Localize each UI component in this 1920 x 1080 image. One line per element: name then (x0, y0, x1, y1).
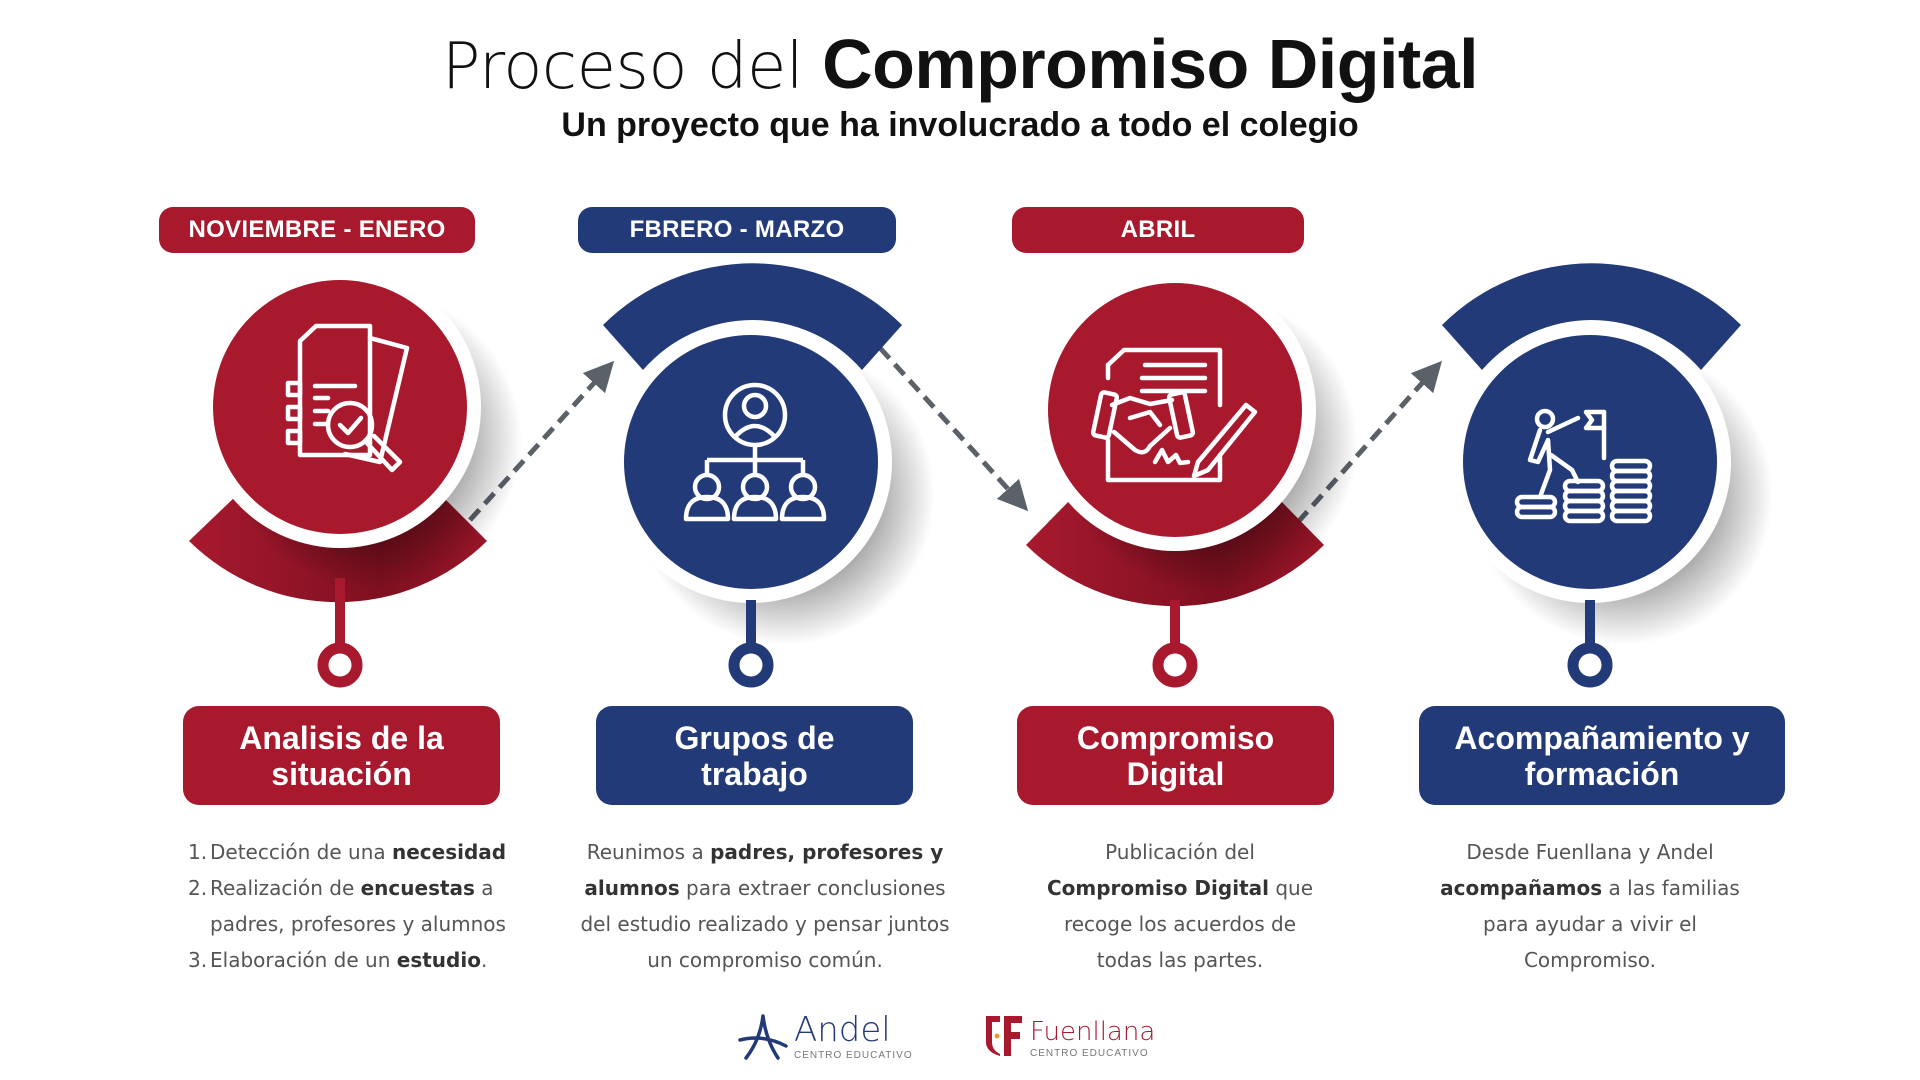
list-item: 2.Realización de encuestas a (188, 876, 494, 900)
step-card-4: Acompañamiento y formación (1419, 706, 1785, 805)
step-4-arc (1442, 263, 1741, 370)
step-4-graphic (1442, 263, 1773, 688)
step-1-knob (317, 642, 363, 688)
step-card-2: Grupos de trabajo (596, 706, 913, 805)
andel-sub: CENTRO EDUCATIVO (794, 1050, 913, 1061)
desc-line: alumnos para extraer conclusiones (584, 876, 946, 900)
desc-line: un compromiso común. (647, 948, 883, 972)
fuenllana-shield-icon (986, 1016, 1022, 1056)
step-2-knob (728, 642, 774, 688)
step-2-graphic (603, 263, 935, 688)
period-pill-1: NOVIEMBRE - ENERO (159, 207, 475, 253)
desc-line: Reunimos a padres, profesores y (586, 840, 944, 864)
fuenllana-logo: Fuenllana CENTRO EDUCATIVO (982, 1012, 1155, 1059)
title-light: Proceso del (441, 30, 804, 104)
list-item: padres, profesores y alumnos (210, 912, 506, 936)
desc-line: Compromiso Digital que (1046, 876, 1314, 900)
step-3-description: Publicación del Compromiso Digital que r… (1020, 834, 1340, 978)
step-3-knob (1152, 642, 1198, 688)
page-subtitle: Un proyecto que ha involucrado a todo el… (561, 106, 1359, 144)
fuenllana-name: Fuenllana (1030, 1017, 1156, 1047)
title-bold: Compromiso Digital (822, 25, 1479, 103)
step-3-title-line1: Compromiso (1076, 719, 1275, 756)
step-card-1: Analisis de la situación (183, 706, 500, 805)
step-1-graphic (189, 266, 522, 688)
step-2-title-line1: Grupos de (674, 719, 835, 756)
period-pill-2: FBRERO - MARZO (578, 207, 896, 253)
desc-line: Compromiso. (1523, 948, 1657, 972)
desc-line: acompañamos a las familias (1440, 876, 1740, 900)
andel-name: Andel (794, 1010, 891, 1050)
step-2-arc (603, 263, 902, 370)
step-4-title-line2: formación (1524, 755, 1680, 792)
page-title: Proceso del Compromiso Digital (0, 22, 1920, 109)
team-hierarchy-icon (683, 382, 827, 522)
step-3-title-line2: Digital (1126, 755, 1225, 792)
step-4-title-line1: Acompañamiento y (1454, 719, 1750, 756)
step-2-title-line2: trabajo (701, 755, 808, 792)
andel-star-icon (738, 1014, 788, 1060)
step-2-description: Reunimos a padres, profesores y alumnos … (570, 834, 960, 978)
arrow-2-to-3 (878, 346, 1029, 512)
step-card-3: Compromiso Digital (1017, 706, 1334, 805)
step-1-description: 1.Detección de una necesidad 2.Realizaci… (188, 834, 518, 978)
step-4-knob (1567, 642, 1613, 688)
desc-line: Publicación del (1105, 840, 1255, 864)
andel-logo: Andel CENTRO EDUCATIVO (738, 1012, 913, 1062)
desc-line: para ayudar a vivir el (1483, 912, 1697, 936)
list-item: 1.Detección de una necesidad (188, 840, 507, 864)
step-4-description: Desde Fuenllana y Andel acompañamos a la… (1420, 834, 1760, 978)
desc-line: recoge los acuerdos de (1063, 912, 1297, 936)
desc-line: todas las partes. (1096, 948, 1264, 972)
document-search-check-icon (285, 323, 410, 473)
handshake-contract-icon (1090, 347, 1258, 483)
step-1-title-line1: Analisis de la (239, 719, 444, 756)
desc-line: del estudio realizado y pensar juntos (580, 912, 950, 936)
fuenllana-sub: CENTRO EDUCATIVO (1030, 1048, 1149, 1059)
list-item: 3.Elaboración de un estudio. (188, 948, 488, 972)
climbing-goal-flag-icon (1514, 408, 1653, 524)
step-1-title-line2: situación (271, 755, 412, 792)
step-3-graphic (1026, 269, 1358, 688)
period-pill-3: ABRIL (1012, 207, 1304, 253)
desc-line: Desde Fuenllana y Andel (1466, 840, 1714, 864)
